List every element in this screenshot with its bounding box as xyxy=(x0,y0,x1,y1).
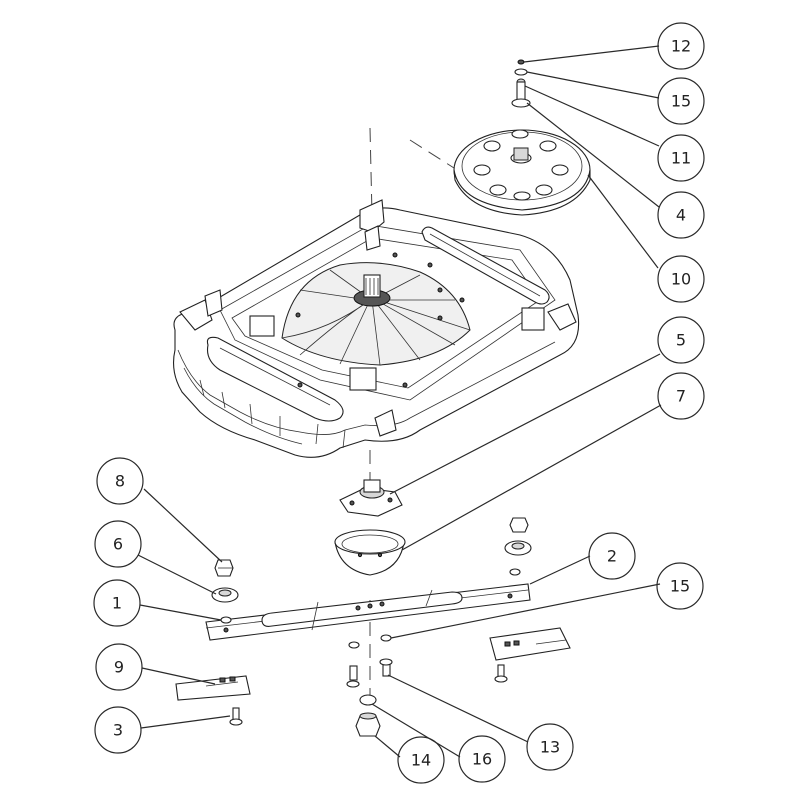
callout-6: 6 xyxy=(94,520,142,568)
callout-4-label: 4 xyxy=(676,206,686,225)
callout-8: 8 xyxy=(96,457,144,505)
callout-14: 14 xyxy=(397,736,445,784)
center-axis-lines xyxy=(369,127,521,700)
callout-2: 2 xyxy=(588,532,636,580)
callout-4: 4 xyxy=(657,191,705,239)
callout-13: 13 xyxy=(526,723,574,771)
callout-5: 5 xyxy=(657,316,705,364)
bolts xyxy=(229,664,508,726)
callout-5-label: 5 xyxy=(676,331,686,350)
left-blade xyxy=(175,675,251,701)
callout-15-bottom-label: 15 xyxy=(670,577,690,596)
callout-1-label: 1 xyxy=(112,594,122,613)
callout-9-label: 9 xyxy=(114,658,124,677)
blade-bar xyxy=(205,583,531,641)
callout-1: 1 xyxy=(93,579,141,627)
callout-3-label: 3 xyxy=(113,721,123,740)
deck-holes xyxy=(295,252,465,388)
callout-8-label: 8 xyxy=(115,472,125,491)
callout-11: 11 xyxy=(657,134,705,182)
callout-3: 3 xyxy=(94,706,142,754)
leader-lines xyxy=(137,45,662,758)
pulley xyxy=(453,129,591,216)
callout-7: 7 xyxy=(657,372,705,420)
callout-14-label: 14 xyxy=(411,751,431,770)
callout-15-top-label: 15 xyxy=(671,92,691,111)
callout-9: 9 xyxy=(95,643,143,691)
pulley-hardware xyxy=(511,59,531,108)
bearing-housing xyxy=(339,479,403,517)
callout-12: 12 xyxy=(657,22,705,70)
callout-6-label: 6 xyxy=(113,535,123,554)
callout-10-label: 10 xyxy=(671,270,691,289)
left-fastener-stack xyxy=(211,559,239,624)
mower-deck xyxy=(173,199,580,458)
blade-cup xyxy=(334,529,406,576)
callout-15-top: 15 xyxy=(657,77,705,125)
callout-16: 16 xyxy=(458,735,506,783)
callout-7-label: 7 xyxy=(676,387,686,406)
callout-12-label: 12 xyxy=(671,37,691,56)
callout-13-label: 13 xyxy=(540,738,560,757)
center-fastener-stack xyxy=(346,634,393,737)
callout-16-label: 16 xyxy=(472,750,492,769)
callout-2-label: 2 xyxy=(607,547,617,566)
deck-brackets xyxy=(179,199,577,437)
callout-10: 10 xyxy=(657,255,705,303)
callout-11-label: 11 xyxy=(671,149,691,168)
callout-15-bottom: 15 xyxy=(656,562,704,610)
right-fastener-stack xyxy=(504,517,532,576)
right-blade xyxy=(489,627,571,661)
